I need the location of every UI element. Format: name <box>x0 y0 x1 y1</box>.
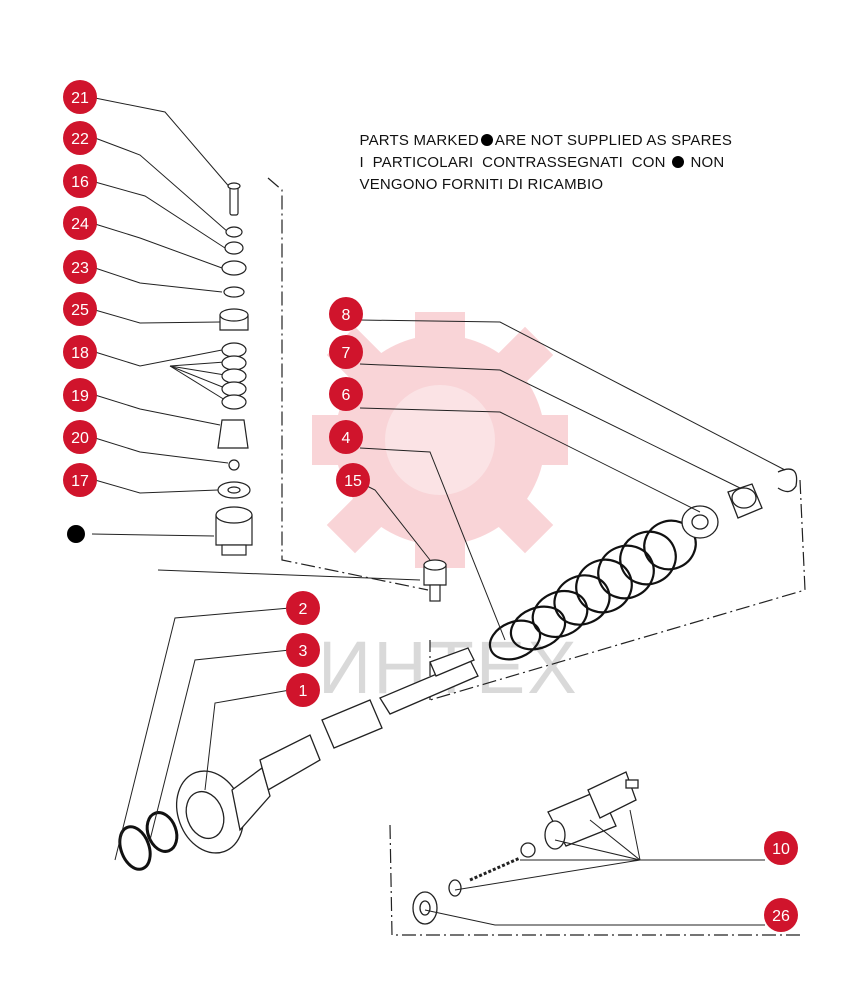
callout-23: 23 <box>63 250 97 284</box>
frame-line-right <box>429 479 806 701</box>
sleeve-19 <box>217 419 249 449</box>
callout-10: 10 <box>764 831 798 865</box>
note-line-3: VENGONO FORNITI DI RICAMBIO <box>359 176 604 193</box>
bullet-dot-icon <box>480 134 493 146</box>
valve-assembly-10 <box>412 771 639 925</box>
callout-3: 3 <box>286 633 320 667</box>
frame-line-bottom <box>389 824 800 936</box>
shaft-1 <box>176 647 479 854</box>
svg-text:23: 23 <box>71 260 89 277</box>
o-ring-3 <box>145 811 179 853</box>
bushing-24 <box>221 260 247 276</box>
callout-25: 25 <box>63 292 97 326</box>
washer-16 <box>224 241 244 255</box>
svg-text:4: 4 <box>342 430 351 447</box>
callout-7: 7 <box>329 335 363 369</box>
callout-20: 20 <box>63 420 97 454</box>
clip-22 <box>225 226 243 238</box>
callout-18: 18 <box>63 335 97 369</box>
gear-logo-icon <box>312 312 568 568</box>
callout-1: 1 <box>286 673 320 707</box>
callout-8: 8 <box>329 297 363 331</box>
clip-8 <box>777 468 798 493</box>
callout-15: 15 <box>336 463 370 497</box>
callout-21: 21 <box>63 80 97 114</box>
callout-16: 16 <box>63 164 97 198</box>
callout-2: 2 <box>286 591 320 625</box>
svg-text:1: 1 <box>299 683 308 700</box>
callout-4: 4 <box>329 420 363 454</box>
svg-text:3: 3 <box>299 643 308 660</box>
svg-text:20: 20 <box>71 430 89 447</box>
bolt-15 <box>423 559 447 602</box>
ball-20 <box>228 459 240 471</box>
svg-text:15: 15 <box>344 473 362 490</box>
svg-text:26: 26 <box>772 908 790 925</box>
svg-text:19: 19 <box>71 388 89 405</box>
svg-text:21: 21 <box>71 90 89 107</box>
svg-text:24: 24 <box>71 216 89 233</box>
svg-text:2: 2 <box>299 601 308 618</box>
callout-19: 19 <box>63 378 97 412</box>
svg-text:17: 17 <box>71 473 89 490</box>
not-supplied-dot-icon <box>67 525 85 543</box>
callout-24: 24 <box>63 206 97 240</box>
o-ring-2 <box>118 825 152 871</box>
seal-18 <box>221 342 247 358</box>
svg-text:8: 8 <box>342 307 351 324</box>
callout-26: 26 <box>764 898 798 932</box>
svg-text:22: 22 <box>71 131 89 148</box>
svg-text:18: 18 <box>71 345 89 362</box>
svg-text:16: 16 <box>71 174 89 191</box>
svg-text:25: 25 <box>71 302 89 319</box>
spring-4 <box>488 519 697 661</box>
callout-6: 6 <box>329 377 363 411</box>
callout-22: 22 <box>63 121 97 155</box>
svg-text:6: 6 <box>342 387 351 404</box>
washer-23 <box>223 286 245 298</box>
svg-text:10: 10 <box>772 841 790 858</box>
svg-text:7: 7 <box>342 345 351 362</box>
callout-17: 17 <box>63 463 97 497</box>
note-line-2: I PARTICOLARI CONTRASSEGNATI CON NON <box>359 154 725 171</box>
bullet-dot-icon <box>672 156 685 168</box>
frame-line-left <box>267 177 429 591</box>
